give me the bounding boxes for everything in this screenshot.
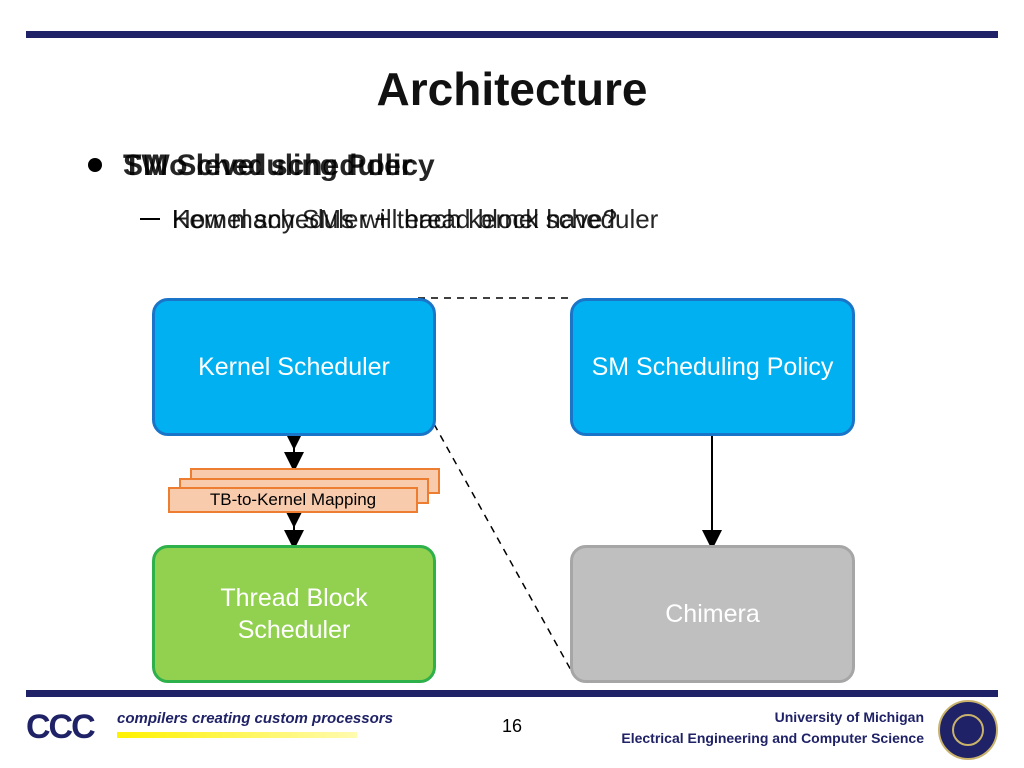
bullet-text-a: TWo level scheduler — [123, 149, 413, 182]
kernel-scheduler-label: Kernel Scheduler — [198, 352, 390, 381]
sm-policy-box: SM Scheduling Policy — [570, 298, 855, 436]
bullet-text-b: SM Scheduling Policy — [123, 149, 435, 182]
footer-tagline: compilers creating custom processors — [117, 710, 393, 727]
chimera-box: Chimera — [570, 545, 855, 683]
slide-title: Architecture — [376, 63, 648, 115]
mapping-label: TB-to-Kernel Mapping — [209, 490, 377, 509]
tb-scheduler-label-line2: Scheduler — [237, 616, 351, 644]
kernel-scheduler-box: Kernel Scheduler — [152, 298, 436, 436]
department-name: Electrical Engineering and Computer Scie… — [621, 730, 924, 746]
dashed-link-diagonal — [433, 423, 573, 673]
sub-bullet-text-a: Kernel scheduler + thread block schedule… — [172, 204, 659, 234]
bullet-icon — [88, 158, 102, 172]
university-name: University of Michigan — [774, 709, 924, 725]
bottom-rule — [26, 690, 998, 697]
chimera-label: Chimera — [665, 599, 760, 628]
ccc-logo: CCC — [26, 708, 96, 746]
tagline-highlight — [117, 732, 357, 738]
sub-bullet-text-b: How many SMs will each kernel have? — [172, 204, 618, 234]
sm-policy-label: SM Scheduling Policy — [591, 352, 834, 381]
tb-scheduler-label-line1: Thread Block — [220, 583, 368, 612]
sub-bullet-dash — [140, 218, 160, 220]
thread-block-scheduler-box: Thread Block Scheduler — [152, 545, 436, 683]
top-rule — [26, 31, 998, 38]
mapping-box: TB-to-Kernel Mapping — [168, 487, 418, 513]
university-seal-icon — [938, 700, 998, 760]
page-number: 16 — [501, 716, 523, 736]
